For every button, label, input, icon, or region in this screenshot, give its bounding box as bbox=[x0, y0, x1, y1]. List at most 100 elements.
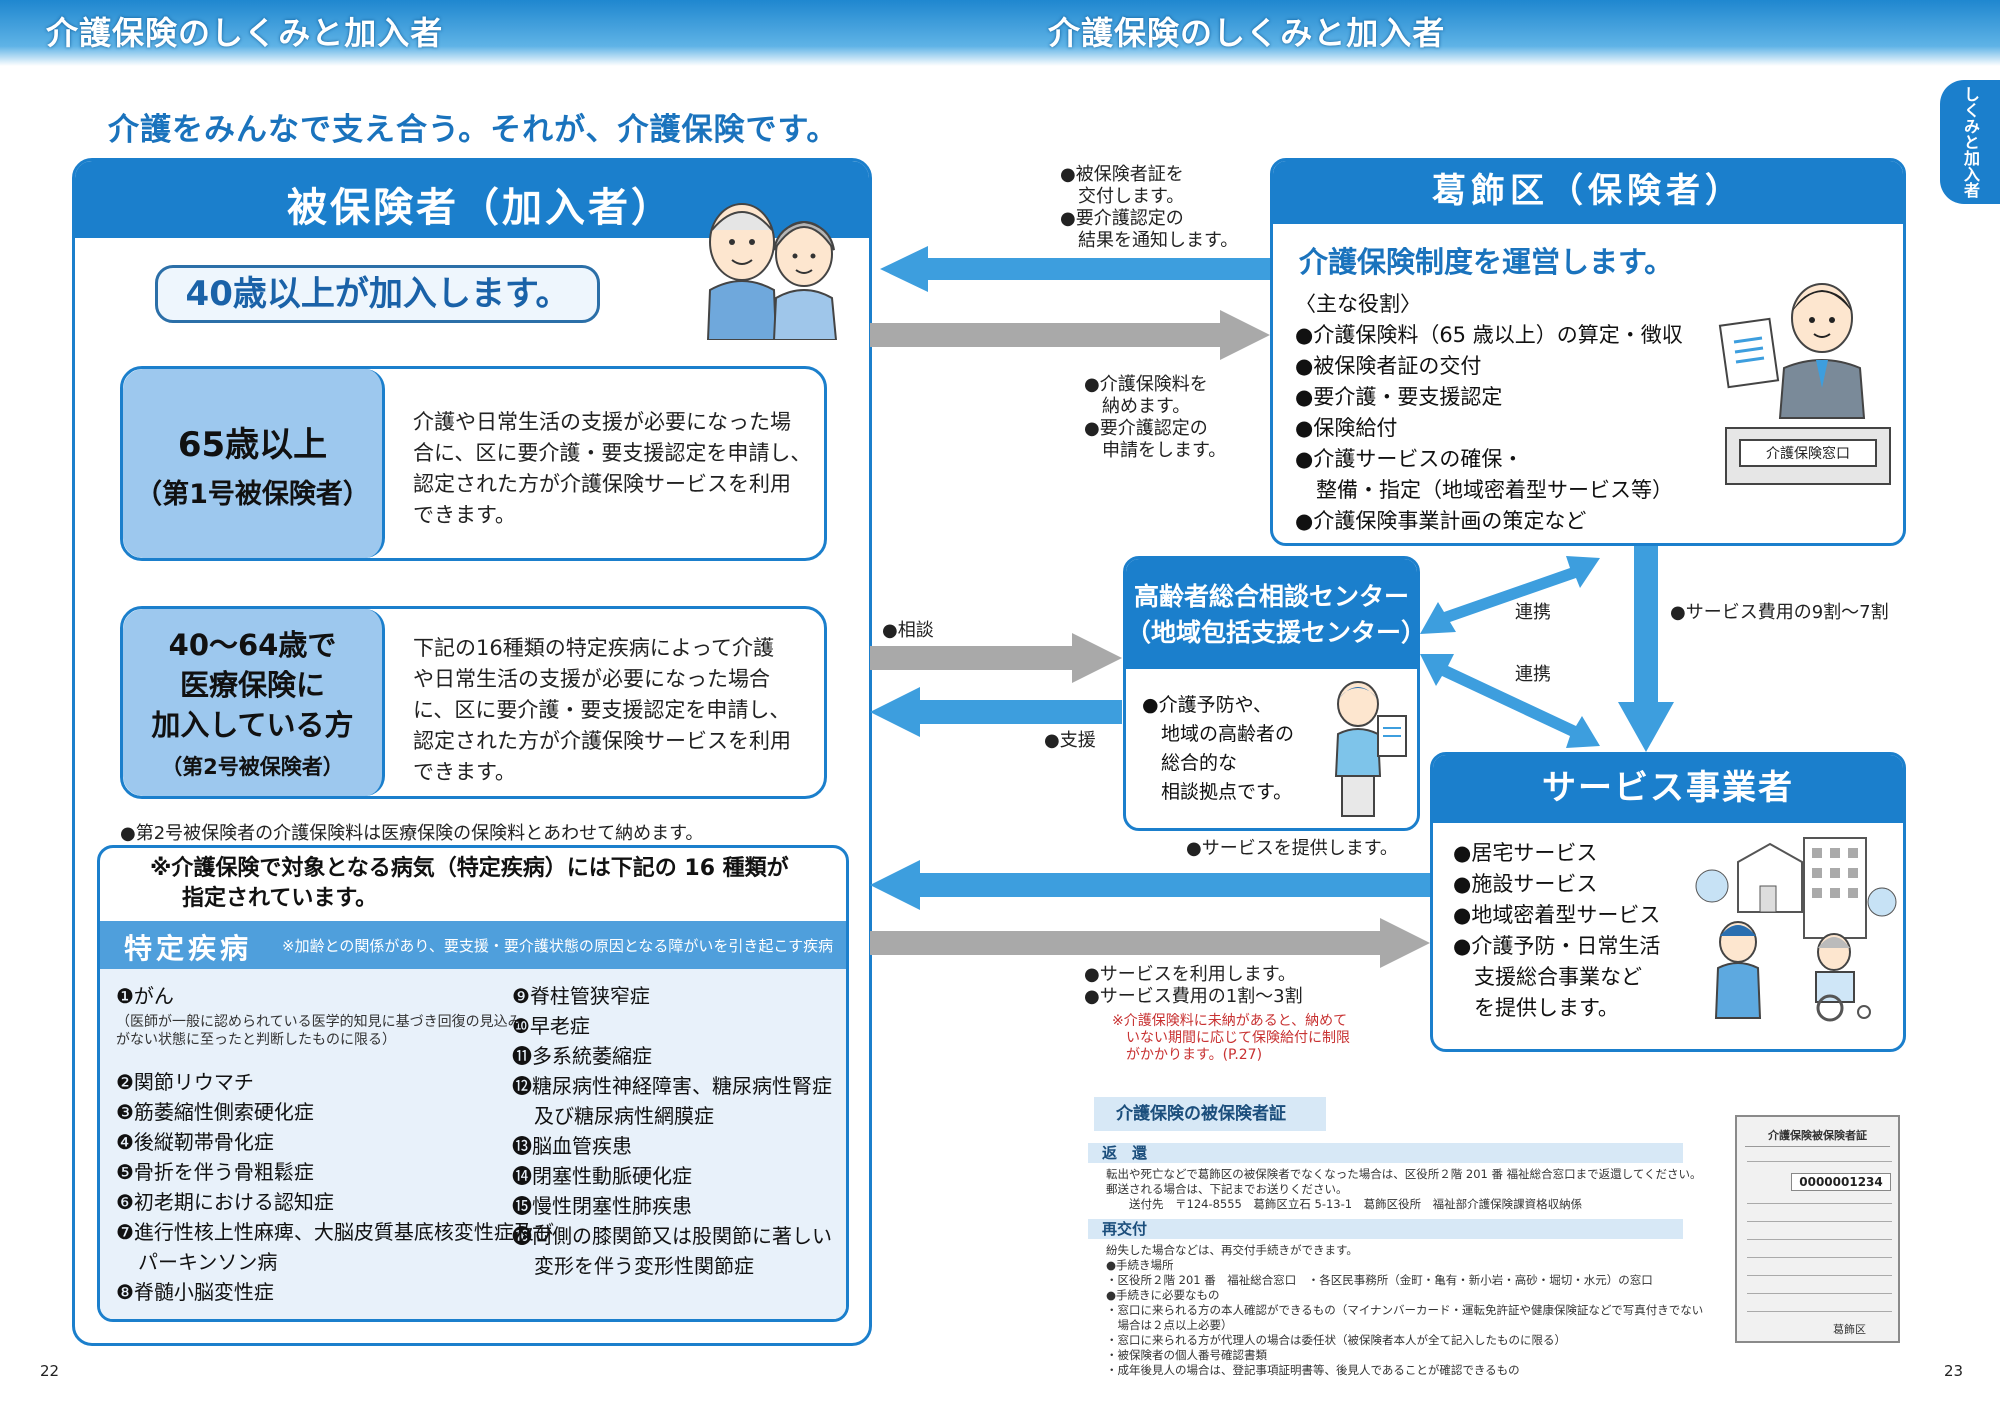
disease-item: 及び糖尿病性網膜症 bbox=[534, 1104, 714, 1128]
disease-item: ❽脊髄小脳変性症 bbox=[116, 1280, 274, 1304]
side-index-tab[interactable]: しくみと加入者 bbox=[1940, 80, 2000, 204]
card-rule bbox=[1747, 1293, 1892, 1294]
service-item: ●居宅サービス bbox=[1453, 841, 1598, 865]
disease-item: ❷関節リウマチ bbox=[116, 1070, 254, 1094]
category-40-64-box: 40～64歳で 医療保険に 加入している方 （第2号被保険者） 下記の16種類の… bbox=[120, 606, 827, 799]
category-40-64-line: 医療保険に bbox=[179, 667, 325, 702]
disease-item: ❼進行性核上性麻痺、大脳皮質基底核変性症及び bbox=[116, 1220, 554, 1244]
disease-item: ⓭脳血管疾患 bbox=[512, 1134, 632, 1158]
reissue-text: ●手続きに必要なもの bbox=[1106, 1288, 1220, 1302]
slogan: 介護をみんなで支え合う。それが、介護保険です。 bbox=[108, 112, 839, 148]
disease-item: ⓬糖尿病性神経障害、糖尿病性腎症 bbox=[512, 1074, 832, 1098]
katsushika-insurer-box: 葛飾区（保険者） 介護保険制度を運営します。 〈主な役割〉 ●介護保険料（65 … bbox=[1270, 158, 1906, 546]
disease-intro-line: 指定されています。 bbox=[182, 886, 378, 911]
card-rule bbox=[1747, 1239, 1892, 1240]
disease-item: 変形を伴う変形性関節症 bbox=[534, 1254, 754, 1278]
card-rule bbox=[1747, 1257, 1892, 1258]
care-facility-illustration bbox=[1695, 837, 1897, 1022]
arrow-provide-left bbox=[870, 860, 1430, 910]
desc-line: に、区に要介護・要支援認定を申請し、 bbox=[413, 698, 791, 722]
pay-line: 申請をします。 bbox=[1084, 440, 1227, 461]
warning-line: がかかります。(P.27) bbox=[1112, 1047, 1263, 1063]
reissue-section-header: 再交付 bbox=[1088, 1219, 1683, 1239]
use-line: ●サービスを利用します。 bbox=[1084, 964, 1296, 985]
category-65-box: 65歳以上 （第1号被保険者） 介護や日常生活の支援が必要になった場 合に、区に… bbox=[120, 366, 827, 561]
role-item: ●保険給付 bbox=[1295, 416, 1398, 440]
disease-item: ⓰両側の膝関節又は股関節に著しい bbox=[512, 1224, 832, 1248]
insurance-card-info: 介護保険の被保険者証 返 還 転出や死亡などで葛飾区の被保険者でなくなった場合は… bbox=[1084, 1093, 1704, 1383]
disease-item-note: がない状態に至ったと判断したものに限る） bbox=[116, 1032, 396, 1048]
sample-card-number: 0000001234 bbox=[1791, 1173, 1891, 1191]
disease-band-sub: ※加齢との関係があり、要支援・要介護状態の原因となる障がいを引き起こす疾病 bbox=[282, 937, 834, 955]
service-item: ●地域密着型サービス bbox=[1453, 903, 1661, 927]
notify-line: 結果を通知します。 bbox=[1060, 230, 1239, 251]
katsushika-title: 葛飾区（保険者） bbox=[1273, 161, 1903, 224]
reissue-text: ●手続き場所 bbox=[1106, 1258, 1174, 1272]
pay-line: 納めます。 bbox=[1084, 396, 1191, 417]
card-rule bbox=[1747, 1275, 1892, 1276]
arrow-use-right bbox=[870, 918, 1430, 968]
service-item: ●介護予防・日常生活 bbox=[1453, 934, 1661, 958]
role-item: ●介護サービスの確保・ bbox=[1295, 447, 1524, 471]
right-header-title: 介護保険のしくみと加入者 bbox=[1048, 14, 1446, 52]
service-item: ●施設サービス bbox=[1453, 872, 1598, 896]
warning-line: ※介護保険料に未納があると、納めて bbox=[1112, 1013, 1348, 1029]
sample-insurance-card: 介護保険被保険者証 0000001234 葛飾区 bbox=[1735, 1115, 1900, 1343]
service-item: を提供します。 bbox=[1453, 996, 1619, 1020]
reissue-text: ・被保険者の個人番号確認書類 bbox=[1106, 1348, 1267, 1362]
center-item: ●介護予防や、 bbox=[1142, 694, 1273, 716]
desc-line: 介護や日常生活の支援が必要になった場 bbox=[413, 410, 791, 434]
notify-line: ●要介護認定の bbox=[1060, 208, 1184, 229]
center-item: 地域の高齢者の bbox=[1142, 723, 1295, 745]
disease-intro: ※介護保険で対象となる病気（特定疾病）には下記の 16 種類が 指定されています… bbox=[150, 854, 789, 914]
pay-line: ●介護保険料を bbox=[1084, 374, 1208, 395]
category-65-desc: 介護や日常生活の支援が必要になった場 合に、区に要介護・要支援認定を申請し、 認… bbox=[413, 407, 811, 531]
card-info-title: 介護保険の被保険者証 bbox=[1094, 1097, 1326, 1131]
arrow-renkei-top bbox=[1420, 556, 1600, 634]
reissue-text: ・窓口に来られる方の本人確認ができるもの（マイナンバーカード・運転免許証や健康保… bbox=[1106, 1303, 1704, 1317]
reissue-text: ・窓口に来られる方が代理人の場合は委任状（被保険者本人が全て記入したものに限る） bbox=[1106, 1333, 1566, 1347]
nurse-with-clipboard-illustration bbox=[1334, 681, 1407, 817]
arrow-renkei-bottom bbox=[1420, 654, 1600, 748]
return-text: 郵送される場合は、下記までお送りください。 bbox=[1106, 1182, 1348, 1196]
role-item: ●介護保険事業計画の策定など bbox=[1295, 509, 1587, 533]
renkei-label-2: 連携 bbox=[1515, 664, 1551, 685]
center-title-line: 高齢者総合相談センター bbox=[1133, 582, 1409, 611]
reissue-text: ・区役所２階 201 番 福祉総合窓口 ・各区民事務所（金町・亀有・新小岩・高砂… bbox=[1106, 1273, 1653, 1287]
pay-label: ●介護保険料を 納めます。 ●要介護認定の 申請をします。 bbox=[1084, 374, 1226, 462]
arrow-consult-right bbox=[870, 633, 1122, 683]
notify-line: 交付します。 bbox=[1060, 186, 1185, 207]
arrow-pay-right bbox=[870, 310, 1270, 360]
arrow-notify-left bbox=[880, 246, 1270, 292]
pay-line: ●要介護認定の bbox=[1084, 418, 1208, 439]
category-40-64-line: 40～64歳で bbox=[168, 627, 337, 662]
disease-band: 特定疾病 ※加齢との関係があり、要支援・要介護状態の原因となる障がいを引き起こす… bbox=[100, 921, 846, 969]
desc-line: 認定された方が介護保険サービスを利用 bbox=[413, 472, 791, 496]
premium-note: ●第2号被保険者の介護保険料は医療保険の保険料とあわせて納めます。 bbox=[120, 823, 704, 844]
return-section-header: 返 還 bbox=[1088, 1143, 1683, 1163]
service-title: サービス事業者 bbox=[1433, 755, 1903, 823]
reissue-text: 紛失した場合などは、再交付手続きができます。 bbox=[1106, 1243, 1358, 1257]
katsushika-roles: 〈主な役割〉 ●介護保険料（65 歳以上）の算定・徴収 ●被保険者証の交付 ●要… bbox=[1295, 289, 1683, 537]
disease-item: ⓮閉塞性動脈硬化症 bbox=[512, 1164, 692, 1188]
center-title: 高齢者総合相談センター （地域包括支援センター） bbox=[1126, 559, 1417, 669]
specified-disease-box: ※介護保険で対象となる病気（特定疾病）には下記の 16 種類が 指定されています… bbox=[97, 845, 849, 1322]
card-rule bbox=[1747, 1203, 1892, 1204]
notify-line: ●被保険者証を bbox=[1060, 164, 1184, 185]
category-40-64-desc: 下記の16種類の特定疾病によって介護 や日常生活の支援が必要になった場合 に、区… bbox=[413, 633, 791, 788]
disease-item: ⓯慢性閉塞性肺疾患 bbox=[512, 1194, 692, 1218]
disease-item: ❻初老期における認知症 bbox=[116, 1190, 334, 1214]
service-list: ●居宅サービス ●施設サービス ●地域密着型サービス ●介護予防・日常生活 支援… bbox=[1453, 838, 1660, 1024]
card-rule bbox=[1747, 1221, 1892, 1222]
unpaid-warning-note: ※介護保険料に未納があると、納めて いない期間に応じて保険給付に制限 がかかりま… bbox=[1112, 1013, 1350, 1064]
category-40-64-type: （第2号被保険者） bbox=[161, 754, 344, 779]
sample-card-title: 介護保険被保険者証 bbox=[1745, 1127, 1890, 1147]
center-item: 相談拠点です。 bbox=[1142, 781, 1293, 803]
role-item: ●介護保険料（65 歳以上）の算定・徴収 bbox=[1295, 323, 1683, 347]
arrow-cost-down bbox=[1618, 546, 1674, 752]
center-title-line: （地域包括支援センター） bbox=[1126, 618, 1420, 647]
notify-label: ●被保険者証を 交付します。 ●要介護認定の 結果を通知します。 bbox=[1060, 164, 1238, 252]
left-page-header: 介護保険のしくみと加入者 bbox=[0, 0, 1000, 66]
role-item: ●要介護・要支援認定 bbox=[1295, 385, 1503, 409]
category-40-64-line: 加入している方 bbox=[151, 707, 354, 742]
